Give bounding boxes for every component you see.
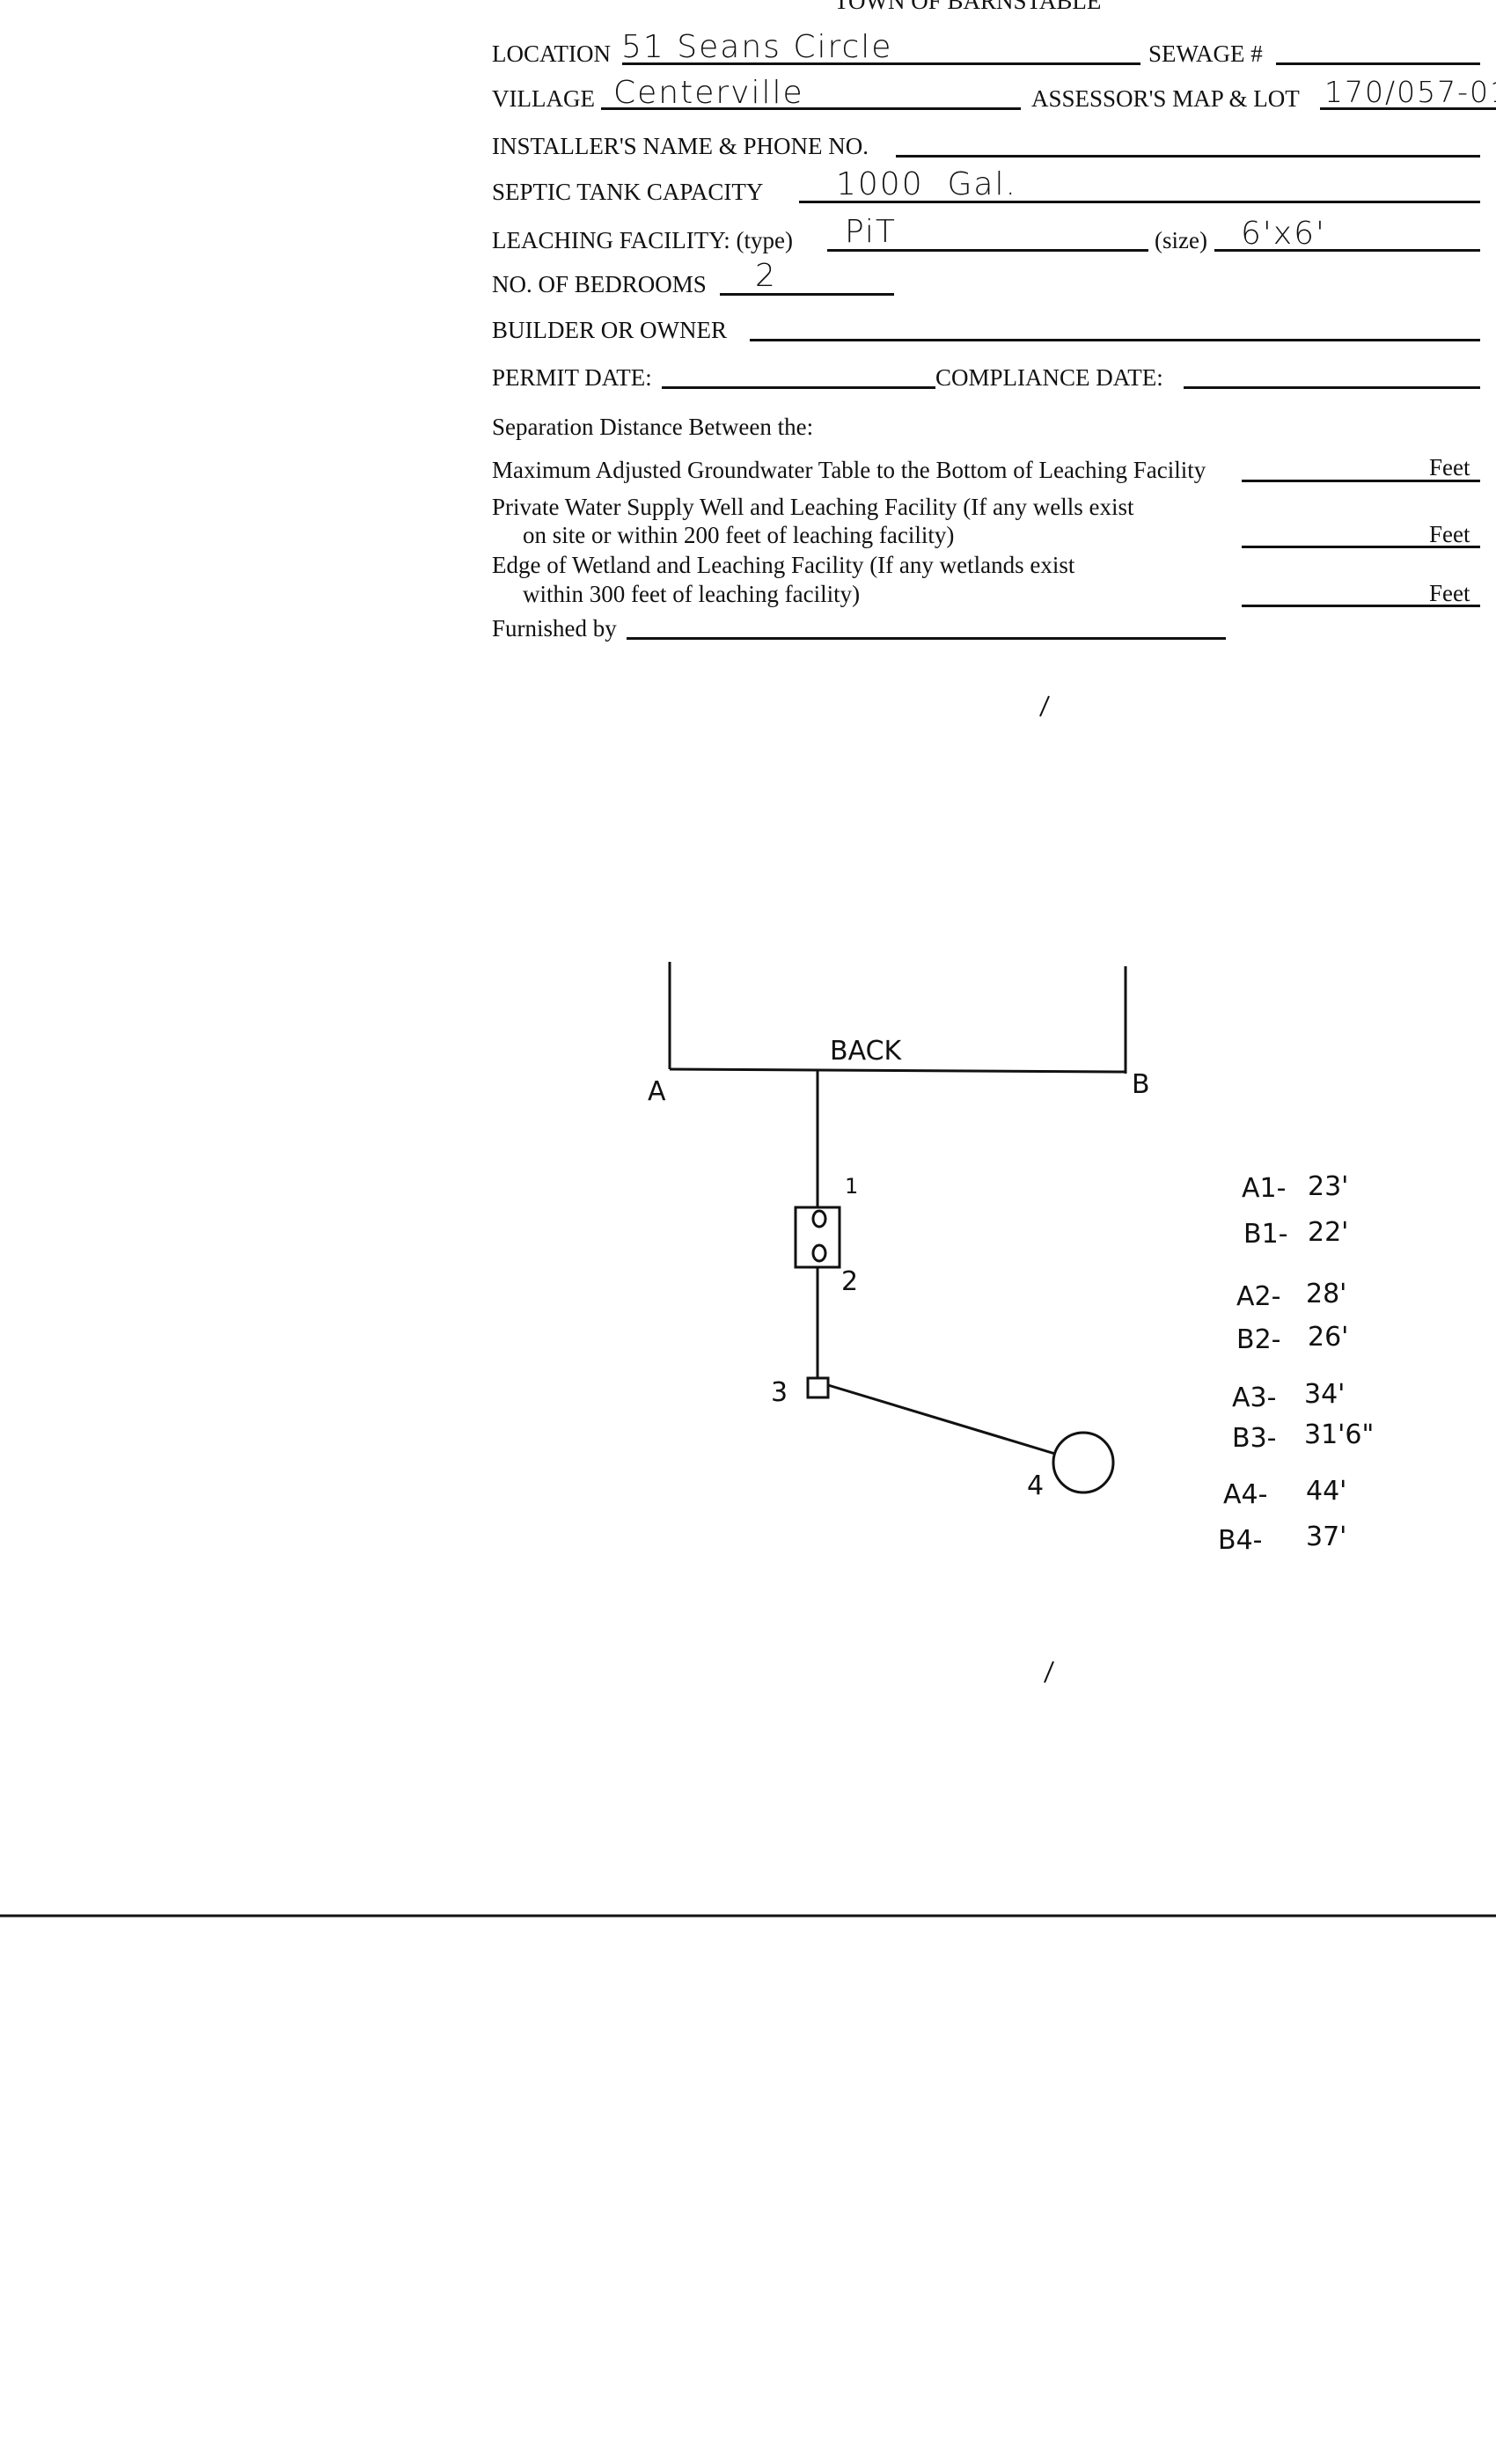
compliance-label: COMPLIANCE DATE:	[935, 364, 1163, 391]
separation-row-2-line	[1242, 546, 1480, 548]
measurement-label: A2-	[1236, 1281, 1281, 1312]
separation-row-1-text: Maximum Adjusted Groundwater Table to th…	[492, 457, 1206, 483]
sewage-line	[1276, 62, 1480, 65]
septic-label: SEPTIC TANK CAPACITY	[492, 179, 764, 205]
location-label: LOCATION	[492, 40, 611, 67]
leaching-type-value: PiT	[845, 214, 897, 250]
bedrooms-line	[720, 293, 894, 296]
separation-row-2-text: Private Water Supply Well and Leaching F…	[492, 494, 1134, 520]
point-4-label: 4	[1027, 1470, 1045, 1501]
measurement-value: 22'	[1308, 1217, 1349, 1248]
separation-heading: Separation Distance Between the:	[492, 414, 814, 440]
bedrooms-label: NO. OF BEDROOMS	[492, 271, 707, 297]
furnished-label: Furnished by	[492, 615, 617, 642]
separation-row-3-unit: Feet	[1429, 580, 1470, 606]
measurement-value: 28'	[1306, 1279, 1347, 1309]
house-back-wall	[669, 1067, 1126, 1074]
scan-mark	[1044, 1661, 1054, 1683]
location-line	[622, 62, 1140, 65]
assessor-label: ASSESSOR'S MAP & LOT	[1031, 85, 1300, 112]
measurement-value: 37'	[1306, 1522, 1347, 1552]
measurement-label: A3-	[1232, 1382, 1277, 1413]
furnished-line	[627, 637, 1226, 640]
tank-outlet-cover	[811, 1243, 827, 1263]
bedrooms-value: 2	[755, 258, 777, 294]
separation-row-3-text: Edge of Wetland and Leaching Facility (I…	[492, 552, 1075, 578]
separation-row-1-line	[1242, 480, 1480, 482]
corner-a-label: A	[648, 1076, 666, 1107]
separation-row-2-unit: Feet	[1429, 521, 1470, 547]
village-value: Centerville	[613, 75, 804, 111]
separation-row-1-unit: Feet	[1429, 454, 1470, 480]
measurement-value: 31'6"	[1304, 1419, 1375, 1450]
leaching-pit	[1052, 1431, 1115, 1494]
sewage-label: SEWAGE #	[1148, 40, 1263, 67]
tank-inlet-cover	[811, 1209, 827, 1228]
measurement-label: A4-	[1223, 1479, 1268, 1510]
measurement-label: B3-	[1232, 1423, 1277, 1454]
measurement-value: 34'	[1304, 1379, 1346, 1410]
pipe-dbox-to-pit	[827, 1383, 1056, 1456]
point-3-label: 3	[771, 1377, 788, 1408]
installer-label: INSTALLER'S NAME & PHONE NO.	[492, 133, 869, 159]
measurement-value: 44'	[1306, 1476, 1347, 1507]
separation-row-2-text-cont: on site or within 200 feet of leaching f…	[523, 522, 955, 548]
measurement-label: B2-	[1236, 1324, 1281, 1355]
point-2-label: 2	[841, 1266, 859, 1297]
septic-tank	[794, 1206, 841, 1269]
builder-line	[750, 339, 1480, 341]
corner-b-label: B	[1132, 1069, 1150, 1100]
septic-line	[799, 201, 1480, 203]
distribution-box	[806, 1376, 830, 1399]
compliance-line	[1184, 386, 1480, 389]
measurement-value: 23'	[1308, 1171, 1349, 1202]
septic-value: 1000 Gal.	[836, 166, 1017, 202]
size-line	[1214, 249, 1480, 252]
measurement-label: B1-	[1243, 1219, 1288, 1250]
permit-line	[662, 386, 935, 389]
size-value: 6'x6'	[1241, 216, 1326, 252]
permit-label: PERMIT DATE:	[492, 364, 652, 391]
leaching-type-line	[827, 249, 1148, 252]
assessor-value: 170/057-01	[1324, 75, 1496, 109]
measurement-value: 26'	[1308, 1322, 1349, 1353]
location-value: 51 Seans Circle	[621, 29, 893, 65]
assessor-line	[1320, 107, 1496, 110]
village-line	[601, 107, 1021, 110]
size-label: (size)	[1155, 227, 1207, 253]
separation-row-3-text-cont: within 300 feet of leaching facility)	[523, 581, 861, 607]
installer-line	[896, 155, 1480, 158]
separation-row-3-line	[1242, 605, 1480, 607]
measurement-label: A1-	[1242, 1173, 1287, 1204]
measurement-label: B4-	[1218, 1525, 1263, 1556]
scan-mark	[1039, 695, 1050, 717]
house-back-label: BACK	[830, 1036, 902, 1067]
leaching-label: LEACHING FACILITY: (type)	[492, 227, 793, 253]
point-1-label: 1	[845, 1174, 859, 1199]
village-label: VILLAGE	[492, 85, 595, 112]
form-title: TOWN OF BARNSTABLE	[834, 0, 1102, 14]
builder-label: BUILDER OR OWNER	[492, 317, 727, 343]
